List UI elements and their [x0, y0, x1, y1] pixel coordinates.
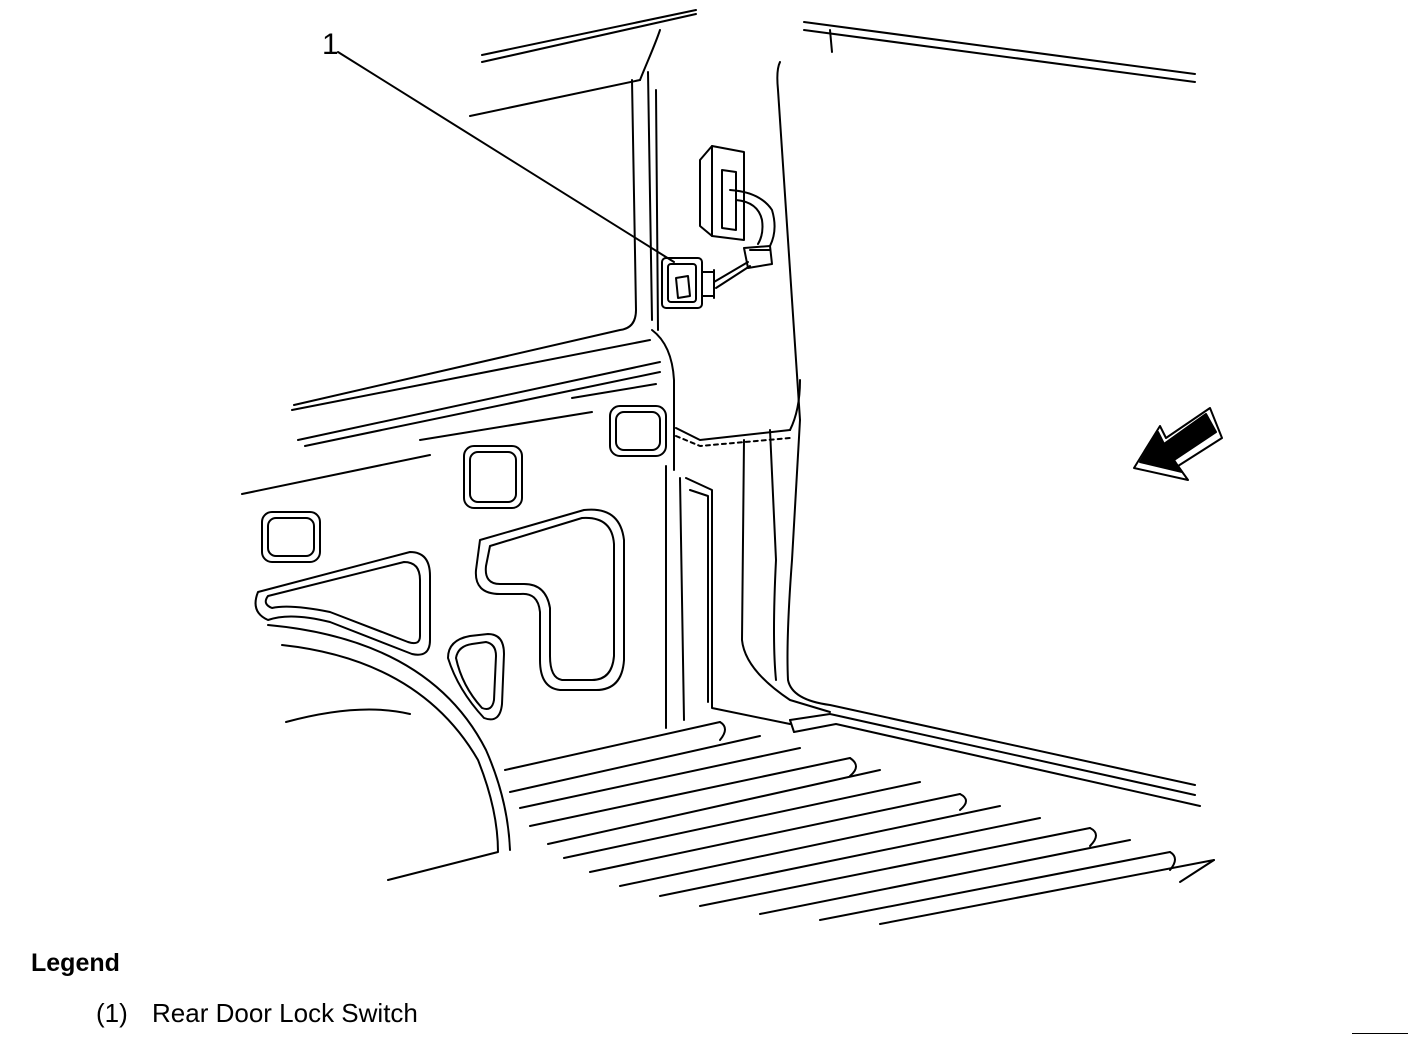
load-floor: [505, 722, 1214, 924]
callout-leader-line: [338, 52, 674, 262]
panel-recess-2: [464, 446, 522, 508]
legend-item-number: (1): [96, 998, 128, 1028]
roof-rail-left: [470, 10, 696, 116]
door-latch-striker: [700, 146, 775, 246]
side-window-left: [294, 72, 658, 405]
callout-number-1: 1: [322, 28, 339, 61]
panel-recess-3: [610, 406, 666, 456]
vehicle-interior-illustration: [0, 0, 1408, 930]
electrical-connector: [714, 246, 772, 288]
panel-recess-triangle: [448, 634, 504, 719]
door-threshold: [790, 714, 1200, 806]
wheel-well: [268, 625, 510, 880]
panel-recess-long: [256, 552, 430, 655]
c-pillar: [652, 62, 800, 470]
window-sill: [242, 340, 660, 494]
legend-title: Legend: [31, 949, 120, 977]
page-edge-rule: [1352, 1033, 1408, 1034]
roof-rail-right: [804, 22, 1195, 82]
legend-item-label: Rear Door Lock Switch: [152, 998, 418, 1028]
rear-door-lock-switch: [662, 258, 714, 308]
panel-recess-1: [262, 512, 320, 562]
rear-door-opening: [742, 420, 1195, 785]
arrow-pointing-forward-icon: [1134, 408, 1222, 480]
inner-side-panel: [666, 466, 790, 728]
panel-recess-l-shape: [476, 510, 624, 690]
legend-item: (1) Rear Door Lock Switch: [96, 998, 418, 1028]
